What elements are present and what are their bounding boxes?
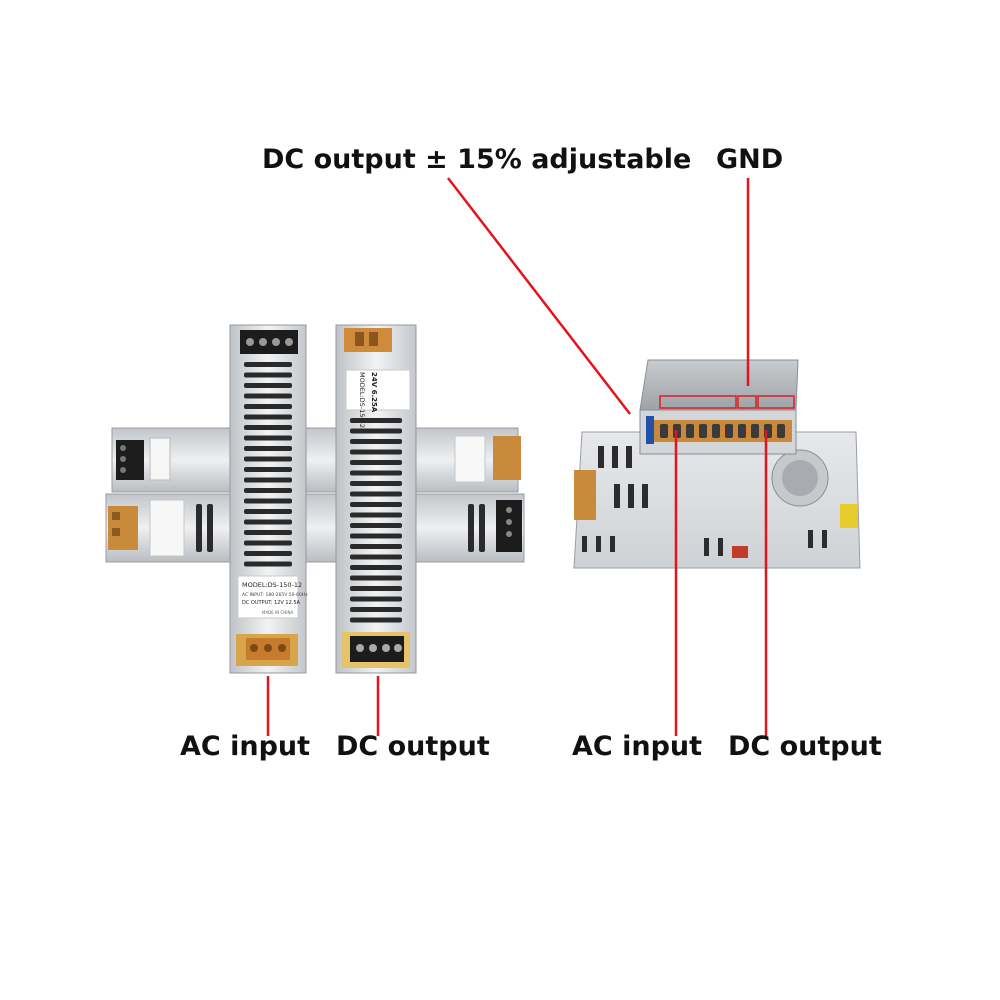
vent-slot xyxy=(350,554,402,560)
vent-slot xyxy=(244,551,292,556)
vent-slot xyxy=(350,596,402,602)
vent-slot xyxy=(350,449,402,455)
vent-slot xyxy=(244,498,292,504)
vent-slot xyxy=(350,533,402,539)
vent-slot xyxy=(350,544,402,549)
vent-slot xyxy=(244,372,292,378)
terminal-screw xyxy=(699,424,707,438)
psu1-output-label: DC OUTPUT: 12V 12.5A xyxy=(242,600,301,606)
psu1-input-label: AC INPUT: 180-265V 50-60Hz xyxy=(242,592,308,598)
vent-slot xyxy=(244,519,292,525)
vent-slot xyxy=(350,502,402,507)
vent-slot xyxy=(244,488,292,493)
vent-slot xyxy=(350,512,402,518)
terminal-screw xyxy=(712,424,720,438)
terminal-screw xyxy=(751,424,759,438)
vent-slot xyxy=(244,393,292,399)
vent-slot xyxy=(244,456,292,462)
slim-psu-vertical-24v: MODEL:DS-150-24 24V 6.25A xyxy=(335,324,417,674)
vent-slot xyxy=(350,418,402,423)
vent-slot xyxy=(244,383,292,388)
vent-slot xyxy=(350,575,402,581)
vent-slot xyxy=(244,362,292,367)
terminal-screw xyxy=(738,424,746,438)
vent-slot xyxy=(244,530,292,535)
vent-slot xyxy=(350,523,402,528)
enclosed-psu-small xyxy=(639,359,799,455)
vent-slot xyxy=(350,470,402,476)
vent-slot xyxy=(244,425,292,430)
vent-slot xyxy=(350,460,402,465)
vent-slot xyxy=(350,481,402,486)
vent-slot xyxy=(350,428,402,434)
vent-slot xyxy=(244,477,292,483)
terminal-screw xyxy=(660,424,668,438)
slim-psu-horizontal-front xyxy=(105,493,525,563)
psu2-output-label: 24V 6.25A xyxy=(370,372,378,413)
vent-slot xyxy=(244,540,292,546)
vent-slot xyxy=(244,414,292,420)
left-ac-input-label: AC input xyxy=(180,731,311,762)
right-ac-input-label: AC input xyxy=(572,731,703,762)
left-dc-output-label: DC output xyxy=(336,731,490,762)
vent-slot xyxy=(350,439,402,444)
vent-slot xyxy=(350,607,402,612)
enclosed-psu-large xyxy=(573,431,861,569)
slim-psu-group: MODEL:DS-150-12 AC INPUT: 180-265V 50-60… xyxy=(105,324,525,674)
psu1-model-label: MODEL:DS-150-12 xyxy=(242,581,302,589)
vent-slot xyxy=(244,509,292,514)
vent-slot xyxy=(244,561,292,567)
vent-slot xyxy=(244,435,292,441)
callout-line-dc-adjust xyxy=(447,177,631,415)
callout-lines xyxy=(266,177,768,736)
psu2-model-label: MODEL:DS-150-24 xyxy=(358,372,366,432)
vent-slot xyxy=(350,586,402,591)
vent-slot xyxy=(350,491,402,497)
terminal-screw xyxy=(686,424,694,438)
slim-psu-horizontal-back xyxy=(111,427,521,493)
right-dc-output-label: DC output xyxy=(728,731,882,762)
vent-slot xyxy=(244,404,292,409)
gnd-label: GND xyxy=(716,144,784,175)
terminal-screw xyxy=(725,424,733,438)
psu1-origin-label: MADE IN CHINA xyxy=(262,610,293,615)
vent-slot xyxy=(350,565,402,570)
enclosed-psu-group xyxy=(573,359,861,569)
vent-slot xyxy=(350,617,402,623)
terminal-screw xyxy=(777,424,785,438)
slim-psu-vertical-12v: MODEL:DS-150-12 AC INPUT: 180-265V 50-60… xyxy=(229,324,308,674)
vent-slot xyxy=(244,446,292,451)
dc-adjustable-label: DC output ± 15% adjustable xyxy=(262,144,692,175)
vent-slot xyxy=(244,467,292,472)
